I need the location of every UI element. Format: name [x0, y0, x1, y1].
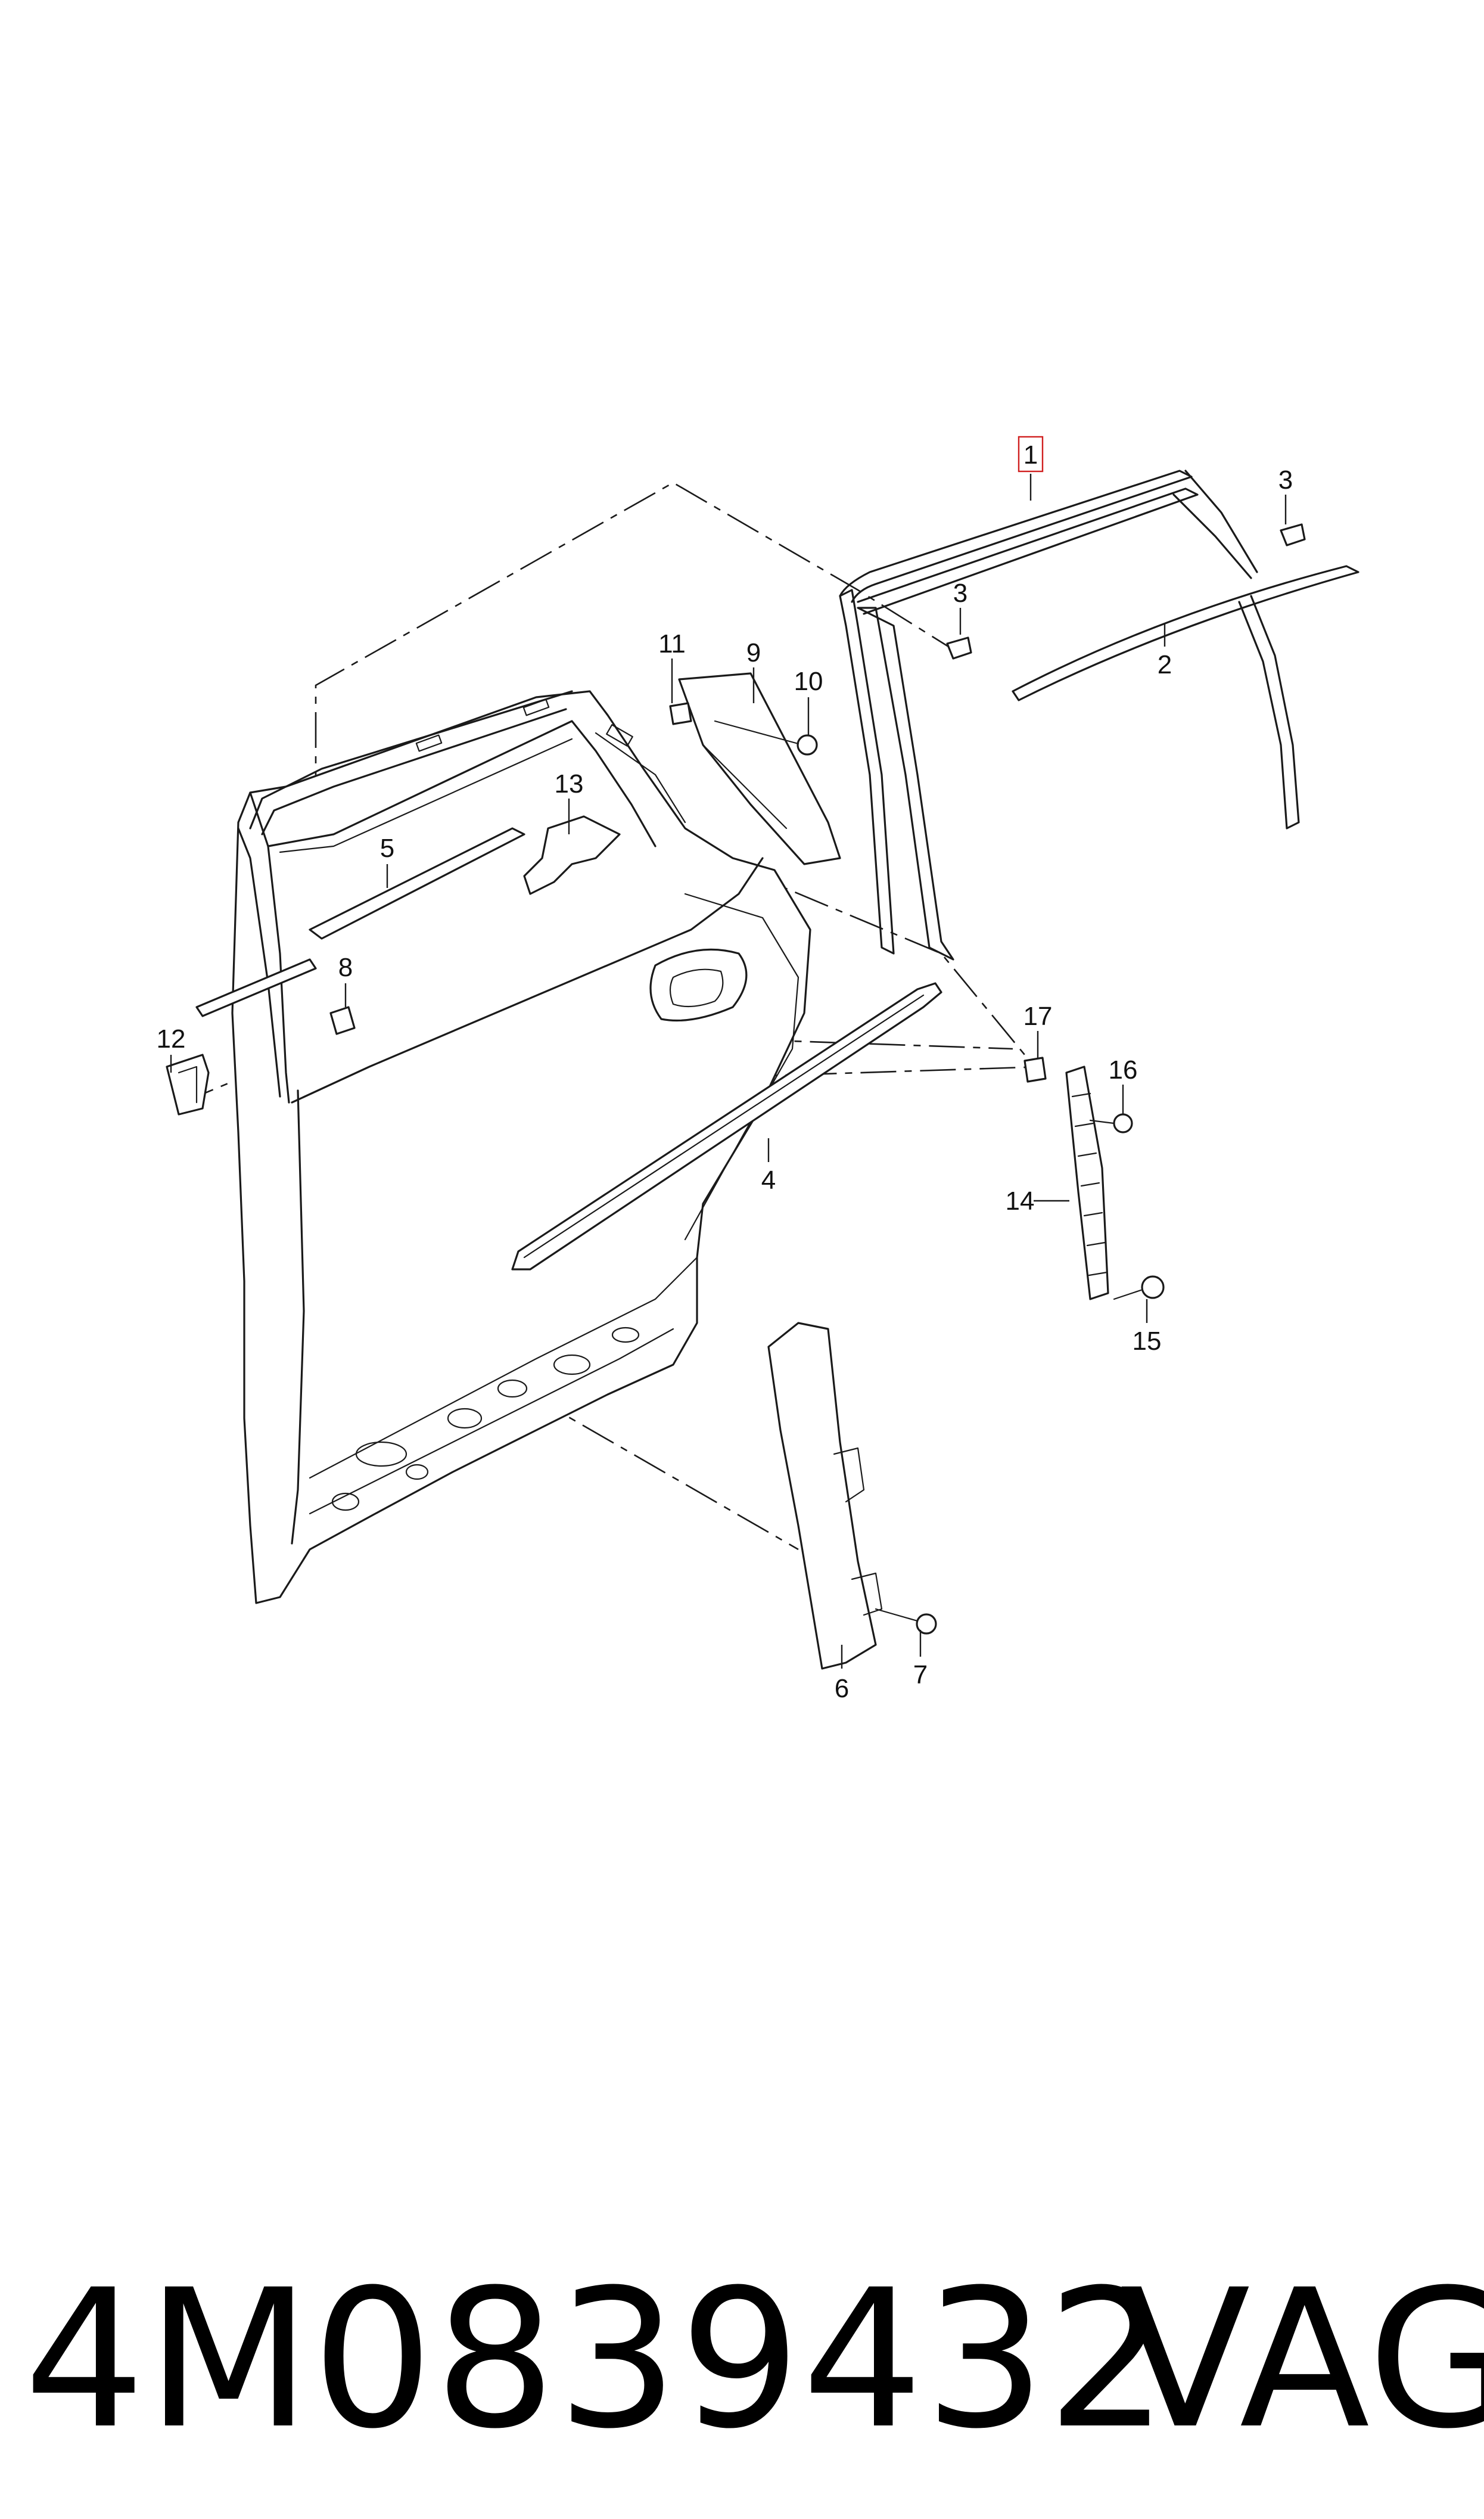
door-window-frame	[237, 690, 686, 1098]
callout-3-upper: 3	[1278, 465, 1293, 495]
callout-11: 11	[658, 629, 686, 659]
part-number-text: 4M0839432	[24, 2249, 1169, 2471]
callout-2: 2	[1158, 650, 1172, 679]
callout-8: 8	[338, 953, 353, 982]
callout-1-highlight-box	[1018, 436, 1044, 473]
part-17-clip	[1023, 1057, 1047, 1083]
callout-5: 5	[380, 834, 394, 863]
part-10-screw	[714, 720, 818, 756]
callout-6: 6	[835, 1674, 849, 1703]
part-14-strip	[1065, 1066, 1109, 1300]
brand-text: VAG	[1120, 2249, 1484, 2471]
part-3-clip-lower	[946, 636, 972, 660]
part-5-inner-strip	[195, 827, 525, 1017]
callout-17: 17	[1023, 1002, 1053, 1031]
rear-door-shell	[231, 690, 811, 1604]
callout-12: 12	[157, 1024, 186, 1054]
part-2-seal-strip	[1012, 565, 1359, 830]
part-12-bracket	[166, 1054, 210, 1116]
callout-3-lower: 3	[953, 579, 967, 608]
part-13-bracket	[523, 815, 621, 895]
part-6-pillar-trim	[767, 1322, 883, 1670]
part-15-screw	[1113, 1275, 1165, 1300]
leader-lines	[170, 474, 1287, 1669]
callout-labels: 1 2 3 3 4 5 6 7 8 9 10 11 12 13 14 15 16…	[157, 436, 1293, 1703]
part-16-screw	[1089, 1113, 1133, 1133]
callout-16: 16	[1109, 1055, 1138, 1085]
part-7-screw	[875, 1608, 937, 1635]
callout-14: 14	[1006, 1186, 1035, 1216]
part-1-frame-trim	[839, 470, 1258, 961]
part-9-panel	[678, 672, 841, 865]
callout-9: 9	[746, 638, 761, 667]
callout-1: 1	[1023, 440, 1038, 470]
callout-13: 13	[555, 769, 584, 799]
part-8-clip	[329, 1006, 356, 1035]
callout-10: 10	[794, 667, 823, 696]
callout-4: 4	[761, 1166, 776, 1195]
part-11-clip	[669, 702, 692, 725]
part-4-belt-molding	[511, 982, 942, 1271]
part-3-clip-upper	[1280, 523, 1306, 546]
callout-7: 7	[913, 1660, 928, 1689]
callout-15: 15	[1133, 1327, 1162, 1356]
